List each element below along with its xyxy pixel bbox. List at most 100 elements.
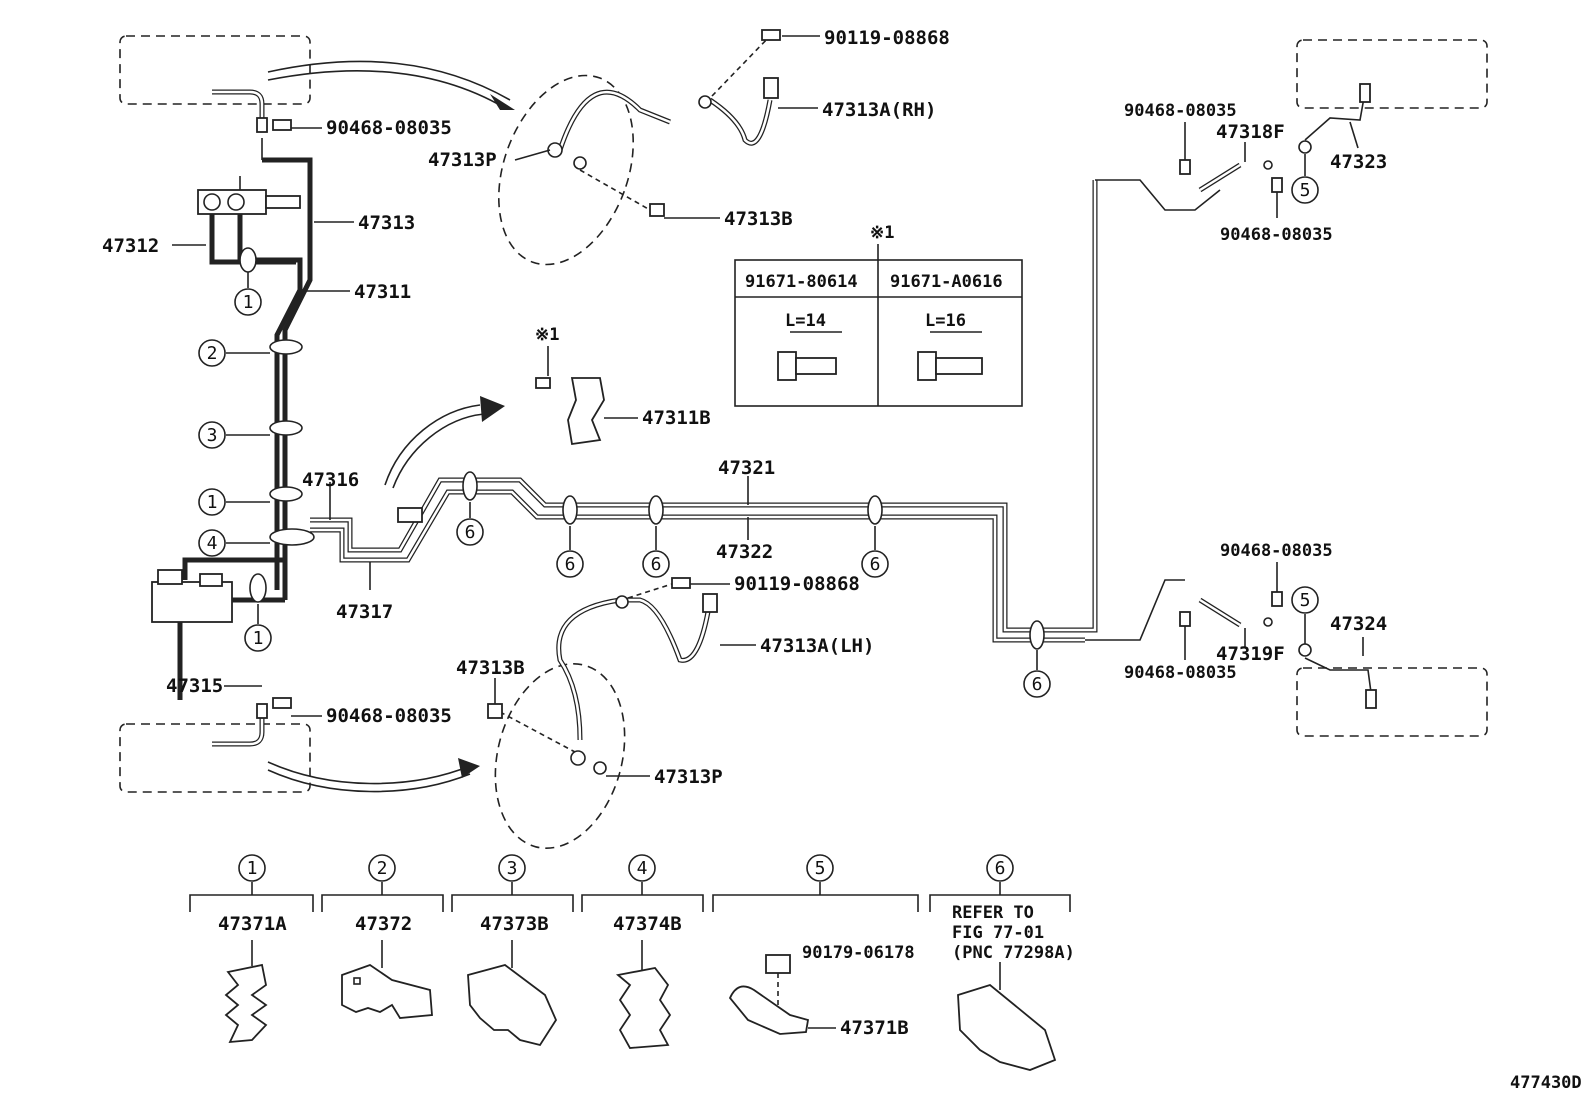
arrow-top-left: [267, 60, 515, 110]
clip-illustration-1: [224, 940, 268, 1044]
legend-ref-line3: (PNC 77298A): [952, 943, 1075, 963]
svg-text:5: 5: [1300, 590, 1311, 611]
front-hose-bottom: [487, 577, 718, 775]
label-47317: 47317: [336, 601, 393, 623]
svg-text:5: 5: [1300, 180, 1311, 201]
label-47313b-bottom: 47313B: [456, 657, 525, 679]
bolt-length-2: L=16: [925, 311, 966, 331]
arrow-middle: [384, 396, 505, 489]
legend-part-47373b: 47373B: [480, 913, 549, 935]
leader-lines: [172, 35, 1364, 777]
svg-text:6: 6: [565, 554, 576, 575]
callout-2: 2: [198, 339, 270, 367]
clip-marker: [269, 420, 303, 436]
label-47313p-top: 47313P: [428, 149, 497, 171]
label-47321: 47321: [718, 457, 775, 479]
callout-6b: 6: [556, 526, 584, 578]
wheel-area-box-top-right: [1296, 39, 1488, 109]
label-47313a-lh: 47313A(LH): [760, 635, 874, 657]
svg-text:5: 5: [815, 858, 826, 879]
svg-text:6: 6: [1032, 674, 1043, 695]
label-47313a-rh: 47313A(RH): [822, 99, 936, 121]
clip-icon: [272, 119, 292, 131]
label-47322: 47322: [716, 541, 773, 563]
note-mark-table: ※1: [870, 223, 894, 243]
callout-1c: 1: [244, 604, 272, 652]
legend-part-47372: 47372: [355, 913, 412, 935]
caliper-outline-top: [497, 74, 635, 266]
svg-text:6: 6: [465, 522, 476, 543]
master-cylinder-block: [197, 176, 301, 215]
callout-3: 3: [198, 421, 270, 449]
svg-text:1: 1: [253, 628, 264, 649]
legend-circle-6: 6: [986, 854, 1014, 882]
rear-hose-bottom: [1179, 591, 1377, 709]
wheel-area-box-top-left: [119, 35, 311, 105]
tube-bundle-left: [177, 157, 313, 700]
caliper-outline-bottom: [494, 662, 626, 850]
clip-icon: [272, 697, 292, 709]
svg-text:4: 4: [637, 858, 648, 879]
label-47312: 47312: [102, 235, 159, 257]
label-47313p-bottom: 47313P: [654, 766, 723, 788]
callout-5a: 5: [1291, 176, 1319, 204]
svg-text:3: 3: [207, 425, 218, 446]
clip-marker: [1029, 620, 1045, 650]
legend-ref-line2: FIG 77-01: [952, 923, 1044, 943]
tube-joint: [397, 507, 423, 523]
clip-marker: [462, 471, 478, 501]
svg-text:2: 2: [377, 858, 388, 879]
clip-illustration-3: [467, 940, 558, 1047]
clip-marker: [269, 528, 315, 546]
label-47311b: 47311B: [642, 407, 711, 429]
legend-part-47374b: 47374B: [613, 913, 682, 935]
label-90468-tr2: 90468-08035: [1220, 225, 1333, 245]
clip-illustration-4: [615, 940, 672, 1049]
clip-marker: [239, 247, 257, 273]
clip-marker: [648, 495, 664, 525]
svg-text:1: 1: [207, 492, 218, 513]
bolt-length-1: L=14: [785, 311, 826, 331]
callout-6d: 6: [861, 526, 889, 578]
bolt-table: [734, 244, 1023, 407]
legend-part-47371b: 47371B: [840, 1017, 909, 1039]
clip-marker: [249, 573, 267, 603]
label-47319f: 47319F: [1216, 643, 1285, 665]
clip-illustration-5: [728, 954, 836, 1035]
label-90119-mid: 90119-08868: [734, 573, 860, 595]
svg-text:6: 6: [870, 554, 881, 575]
svg-text:3: 3: [507, 858, 518, 879]
clip-marker: [562, 495, 578, 525]
label-47315: 47315: [166, 675, 223, 697]
svg-text:2: 2: [207, 343, 218, 364]
label-47313: 47313: [358, 212, 415, 234]
bolt-part-2: 91671-A0616: [890, 272, 1003, 292]
callout-6e: 6: [1023, 650, 1051, 698]
label-47318f: 47318F: [1216, 121, 1285, 143]
label-47311: 47311: [354, 281, 411, 303]
legend-part-47371a: 47371A: [218, 913, 287, 935]
callout-6c: 6: [642, 526, 670, 578]
arrow-bottom-left: [267, 758, 480, 793]
label-90468-br2: 90468-08035: [1124, 663, 1237, 683]
label-90468-tl: 90468-08035: [326, 117, 452, 139]
label-90468-tr1: 90468-08035: [1124, 101, 1237, 121]
svg-text:4: 4: [207, 533, 218, 554]
svg-text:6: 6: [651, 554, 662, 575]
callout-1a: 1: [234, 272, 262, 316]
clip-marker: [269, 339, 303, 355]
main-tube-pair: [310, 179, 1221, 643]
front-hose-top: [547, 29, 781, 217]
label-47323: 47323: [1330, 151, 1387, 173]
callout-4: 4: [198, 529, 270, 557]
legend-circle-1: 1: [238, 854, 266, 882]
legend-ref-line1: REFER TO: [952, 903, 1034, 923]
legend-circle-2: 2: [368, 854, 396, 882]
bolt-part-1: 91671-80614: [745, 272, 858, 292]
svg-text:1: 1: [243, 292, 254, 313]
wheel-stub-top-left: [212, 89, 268, 160]
clip-marker: [269, 486, 303, 502]
clip-illustration-6: [957, 962, 1057, 1071]
legend-circle-5: 5: [806, 854, 834, 882]
